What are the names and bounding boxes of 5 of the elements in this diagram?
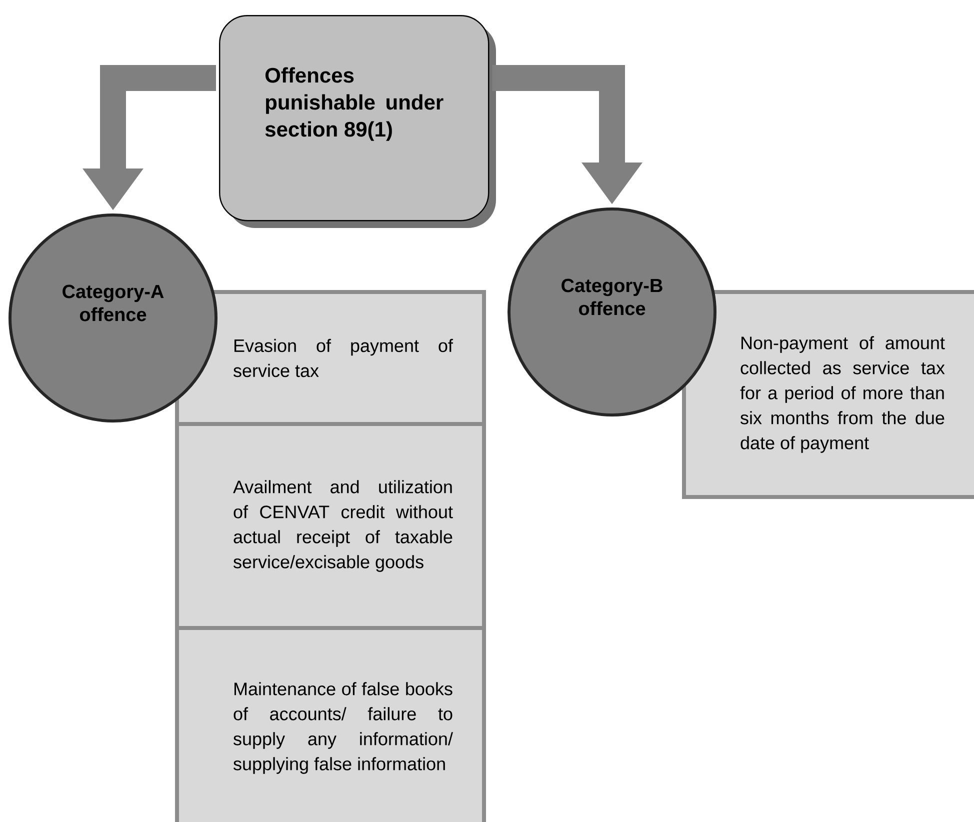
text-box: Maintenance of false books of accounts/ failure to supply any information/ supplying false information [175, 626, 486, 822]
text-box: Evasion of payment of service tax [175, 290, 486, 426]
text-box: Non-payment of amount collected as service tax for a period of more than six months from the due date of payment [682, 290, 974, 499]
rounded-box: Offences punishable under section 89(1) [219, 15, 496, 228]
text-box: Availment and utilization of CENVAT credit without actual receipt of taxable service/excisable goods [175, 422, 486, 630]
